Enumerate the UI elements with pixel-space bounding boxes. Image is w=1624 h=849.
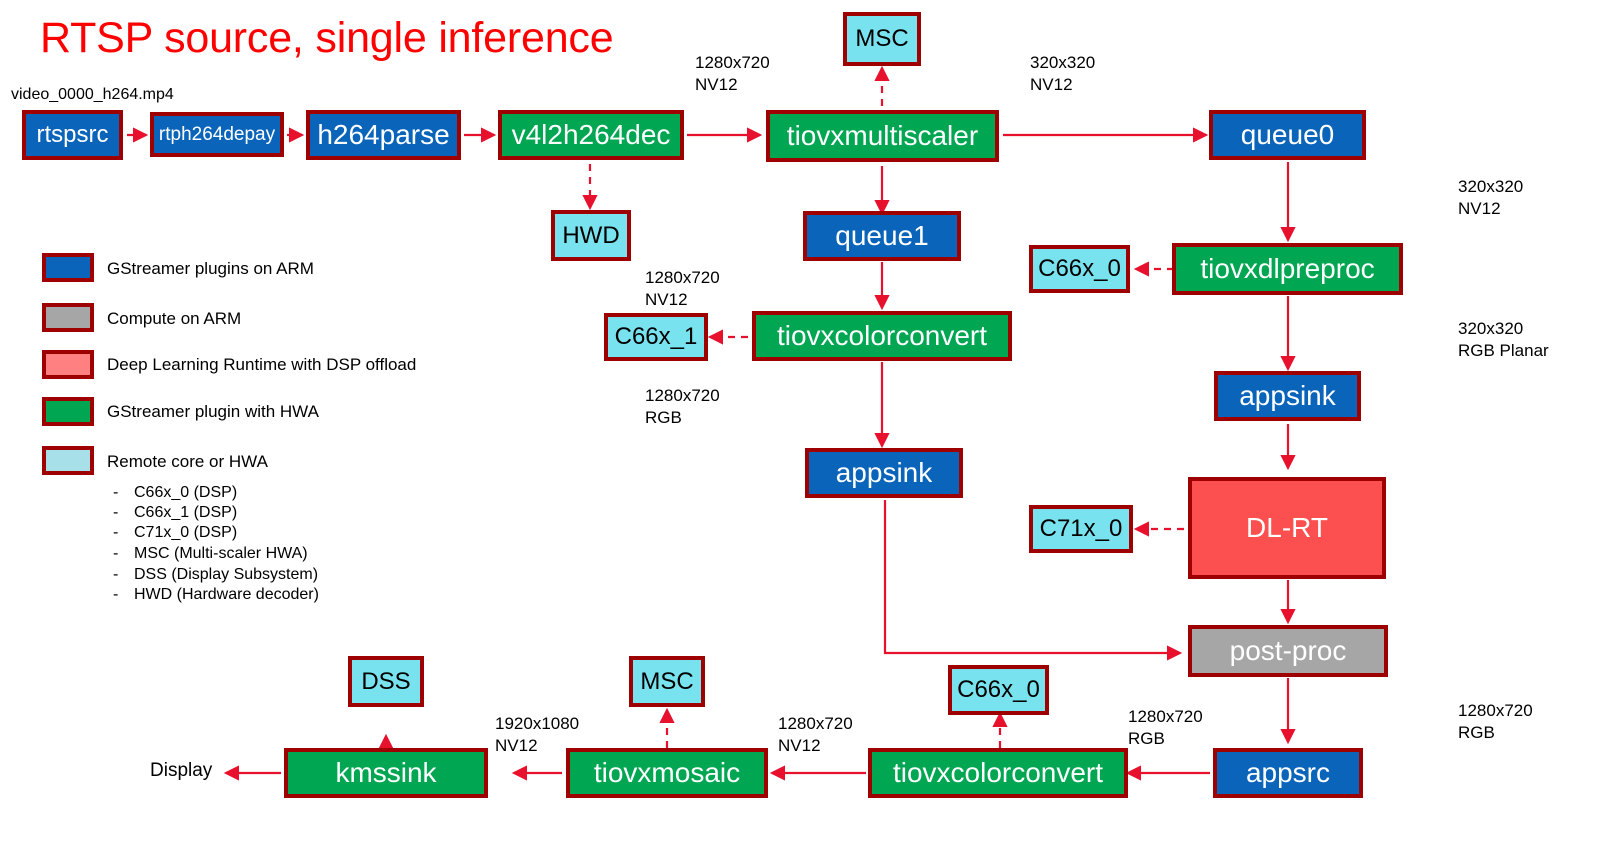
caption-decoder-output: 1280x720 NV12: [695, 53, 770, 94]
node-rtph264depay[interactable]: rtph264depay: [150, 112, 284, 157]
legend-swatch-hwa: [42, 397, 94, 426]
node-dss[interactable]: DSS: [348, 656, 424, 707]
legend-label-compute: Compute on ARM: [107, 309, 242, 328]
node-label: appsink: [1239, 380, 1336, 412]
legend-swatch-arm: [42, 253, 94, 282]
node-label: rtph264depay: [158, 123, 276, 145]
legend-subitem-c66x1: C66x_1 (DSP): [134, 504, 238, 521]
caption-preproc-output: 320x320 RGB Planar: [1458, 319, 1549, 360]
node-label: queue1: [835, 220, 929, 252]
legend-swatch-remote: [42, 446, 94, 475]
node-c66x1[interactable]: C66x_1: [604, 313, 708, 361]
legend-swatch-compute: [42, 303, 94, 332]
caption-queue1-output: 1280x720 NV12: [645, 268, 720, 309]
node-tiovxmosaic[interactable]: tiovxmosaic: [566, 748, 768, 798]
node-label: appsink: [835, 457, 933, 489]
legend-subitem-hwd: HWD (Hardware decoder): [134, 586, 319, 603]
node-v4l2h264dec[interactable]: v4l2h264dec: [498, 110, 684, 160]
node-label: HWD: [562, 221, 620, 249]
node-dl-rt[interactable]: DL-RT: [1188, 477, 1386, 579]
node-label: tiovxcolorconvert: [776, 320, 988, 352]
node-appsrc[interactable]: appsrc: [1213, 748, 1363, 798]
caption-queue0-output: 320x320 NV12: [1458, 177, 1524, 218]
node-label: DL-RT: [1246, 512, 1328, 544]
node-label: kmssink: [335, 757, 437, 789]
display-label: Display: [150, 760, 213, 781]
node-post-proc[interactable]: post-proc: [1188, 625, 1388, 677]
node-label: DSS: [361, 667, 411, 695]
legend-label-hwa: GStreamer plugin with HWA: [107, 402, 319, 421]
node-label: tiovxmultiscaler: [786, 120, 979, 152]
node-label: MSC: [640, 667, 694, 695]
node-tiovxcolorconvert-bottom[interactable]: tiovxcolorconvert: [868, 748, 1128, 798]
caption-mosaic-output: 1920x1080 NV12: [495, 714, 580, 755]
caption-appsrc-output: 1280x720 RGB: [1128, 707, 1203, 748]
node-msc-bottom[interactable]: MSC: [629, 656, 705, 707]
node-c66x0-bottom[interactable]: C66x_0: [948, 665, 1049, 715]
node-label: tiovxmosaic: [593, 757, 741, 789]
node-c71x0[interactable]: C71x_0: [1029, 505, 1133, 553]
node-label: C66x_0: [957, 676, 1040, 704]
node-label: queue0: [1240, 119, 1335, 151]
node-label: h264parse: [317, 119, 450, 151]
legend-subitem-c71x0: C71x_0 (DSP): [134, 524, 238, 541]
caption-postproc-output: 1280x720 RGB: [1458, 701, 1533, 742]
node-c66x0-preproc[interactable]: C66x_0: [1029, 245, 1130, 293]
caption-colorconvert-output: 1280x720 RGB: [645, 386, 720, 427]
legend-swatch-dlrt: [42, 350, 94, 379]
node-label: v4l2h264dec: [511, 119, 671, 151]
node-hwd[interactable]: HWD: [551, 210, 631, 261]
node-label: tiovxdlpreproc: [1200, 253, 1375, 285]
legend-bullet: -: [113, 524, 119, 541]
legend-bullet: -: [113, 566, 119, 583]
legend-label-dlrt: Deep Learning Runtime with DSP offload: [107, 355, 417, 374]
node-queue1[interactable]: queue1: [803, 211, 961, 261]
node-appsink-mid[interactable]: appsink: [805, 448, 963, 498]
node-queue0[interactable]: queue0: [1209, 110, 1366, 160]
node-tiovxdlpreproc[interactable]: tiovxdlpreproc: [1172, 243, 1403, 295]
legend-bullet: -: [113, 545, 119, 562]
node-appsink-right[interactable]: appsink: [1214, 371, 1361, 421]
legend-bullet: -: [113, 484, 119, 501]
legend-subitem-msc: MSC (Multi-scaler HWA): [134, 545, 308, 562]
node-label: C71x_0: [1039, 515, 1123, 543]
legend-subitem-dss: DSS (Display Subsystem): [134, 566, 319, 583]
legend-label-remote: Remote core or HWA: [107, 452, 268, 471]
node-label: C66x_1: [614, 323, 698, 351]
node-kmssink[interactable]: kmssink: [284, 748, 488, 798]
legend-subitem-c66x0: C66x_0 (DSP): [134, 484, 238, 501]
node-label: rtspsrc: [36, 121, 109, 149]
node-tiovxmultiscaler[interactable]: tiovxmultiscaler: [766, 110, 999, 162]
page-title: RTSP source, single inference: [40, 14, 614, 62]
node-label: MSC: [855, 25, 909, 53]
node-h264parse[interactable]: h264parse: [306, 110, 461, 160]
legend-label-arm: GStreamer plugins on ARM: [107, 259, 314, 278]
node-label: appsrc: [1245, 757, 1331, 789]
node-msc-top[interactable]: MSC: [843, 12, 921, 66]
node-label: C66x_0: [1038, 255, 1121, 283]
node-label: tiovxcolorconvert: [892, 757, 1104, 789]
caption-multiscaler-output: 320x320 NV12: [1030, 53, 1096, 94]
node-tiovxcolorconvert-mid[interactable]: tiovxcolorconvert: [752, 311, 1012, 361]
node-label: post-proc: [1229, 635, 1347, 667]
caption-mosaic-input: 1280x720 NV12: [778, 714, 853, 755]
legend-bullet: -: [113, 504, 119, 521]
source-file-label: video_0000_h264.mp4: [11, 86, 174, 103]
legend-bullet: -: [113, 586, 119, 603]
node-rtspsrc[interactable]: rtspsrc: [22, 110, 123, 160]
